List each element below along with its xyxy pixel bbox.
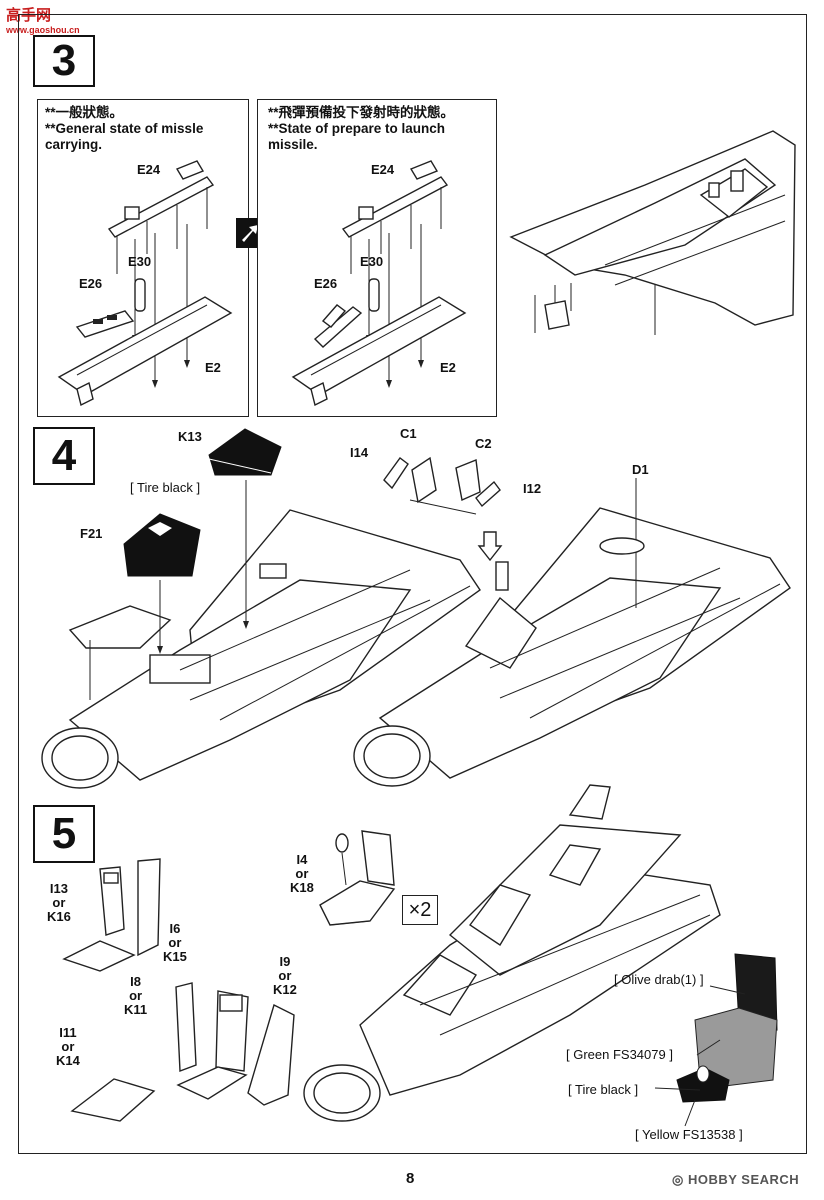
label-i8: I8 [130, 974, 141, 989]
label-k11: K11 [124, 1002, 148, 1017]
aircraft-forward-fuselage-right [353, 478, 791, 787]
label-i4: I4 [296, 852, 308, 867]
hobby-search-watermark: ◎ HOBBY SEARCH [672, 1172, 799, 1188]
site-logo-text: 高手网 [6, 7, 52, 24]
label-or-2: or [52, 895, 66, 910]
step-3-number: 3 [33, 35, 95, 87]
label-k18: K18 [290, 880, 314, 895]
label-i11-k14: I11 or K14 [56, 1026, 80, 1068]
label-e2-launch: E2 [440, 360, 456, 375]
note-launch-cn: **飛彈預備投下發射時的狀態。 [268, 105, 455, 120]
hobby-search-text: HOBBY SEARCH [687, 1172, 800, 1187]
label-or-3: or [168, 935, 182, 950]
part-k13-shape [208, 428, 282, 476]
aircraft-forward-fuselage-left [41, 480, 481, 789]
ejection-seat-painted [676, 953, 778, 1127]
label-e30-launch: E30 [360, 254, 384, 269]
label-or-6: or [61, 1039, 75, 1054]
label-k15: K15 [163, 949, 187, 964]
part-f21-shape [123, 513, 201, 577]
page-frame [18, 14, 807, 1154]
label-k16: K16 [47, 909, 71, 924]
site-logo-url: www.gaoshou.cn [6, 25, 80, 35]
note-general-cn: **一般狀態。 [45, 105, 124, 120]
label-i13-k16: I13 or K16 [47, 882, 71, 924]
label-i6-k15: I6 or K15 [163, 922, 187, 964]
label-i12: I12 [523, 481, 542, 496]
label-e24-launch: E24 [371, 162, 395, 177]
aircraft-fuselage-step3 [509, 130, 796, 335]
parts-windscreen-assembly [383, 456, 501, 515]
paint-tire-black-seat: [ Tire black ] [568, 1082, 639, 1097]
label-i9: I9 [279, 954, 291, 969]
paint-green-fs34079: [ Green FS34079 ] [566, 1047, 673, 1062]
step-3-panel-general [37, 99, 249, 417]
label-e26-launch: E26 [314, 276, 338, 291]
label-c1: C1 [400, 426, 417, 441]
label-i8-k11: I8 or K11 [124, 975, 147, 1017]
step-5-number: 5 [33, 805, 95, 863]
quantity-x2: ×2 [402, 895, 438, 925]
label-i11: I11 [59, 1025, 77, 1040]
step-3-note-launch: **飛彈預備投下發射時的狀態。 **State of prepare to la… [268, 105, 493, 153]
label-i9-k12: I9 or K12 [273, 955, 297, 997]
label-e26-general: E26 [79, 276, 103, 291]
missile-rail-diagram-launch [291, 160, 467, 407]
label-i4-k18: I4 or K18 [290, 853, 314, 895]
step-4-number: 4 [33, 427, 95, 485]
missile-rail-diagram-general [57, 160, 233, 407]
label-or-4: or [129, 988, 143, 1003]
paint-yellow-fs13538: [ Yellow FS13538 ] [635, 1127, 743, 1142]
label-i13: I13 [49, 881, 68, 896]
label-d1: D1 [632, 462, 649, 477]
label-c2: C2 [475, 436, 492, 451]
label-i14: I14 [350, 445, 369, 460]
label-i6: I6 [169, 921, 181, 936]
paint-olive-drab: [ Olive drab(1) ] [614, 972, 704, 987]
label-e30-general: E30 [128, 254, 152, 269]
seat-parts-i13-i6 [62, 858, 161, 972]
note-general-en: **General state of missle carrying. [45, 121, 204, 152]
site-logo: 高手网 www.gaoshou.cn [6, 4, 80, 35]
label-e2-general: E2 [205, 360, 221, 375]
aircraft-tandem-cockpit [303, 784, 721, 1122]
paint-tire-black-k13: [ Tire black ] [130, 480, 201, 495]
label-k14: K14 [56, 1053, 80, 1068]
step-3-panel-launch [257, 99, 497, 417]
label-k12: K12 [273, 982, 297, 997]
ejection-seat-assembled-small [319, 830, 396, 926]
insert-arrow-icon [477, 531, 503, 562]
paint-callout-lines [654, 985, 746, 1091]
label-or-5: or [278, 968, 292, 983]
page-number: 8 [406, 1170, 415, 1187]
seat-parts-i8-i9-i11 [70, 982, 295, 1122]
label-k13: K13 [178, 429, 202, 444]
hobby-search-icon: ◎ [672, 1172, 688, 1187]
label-e24-general: E24 [137, 162, 161, 177]
label-f21: F21 [80, 526, 103, 541]
label-or-1: or [295, 866, 309, 881]
step-3-note-general: **一般狀態。 **General state of missle carryi… [45, 105, 245, 153]
note-launch-en: **State of prepare to launch missile. [268, 121, 446, 152]
